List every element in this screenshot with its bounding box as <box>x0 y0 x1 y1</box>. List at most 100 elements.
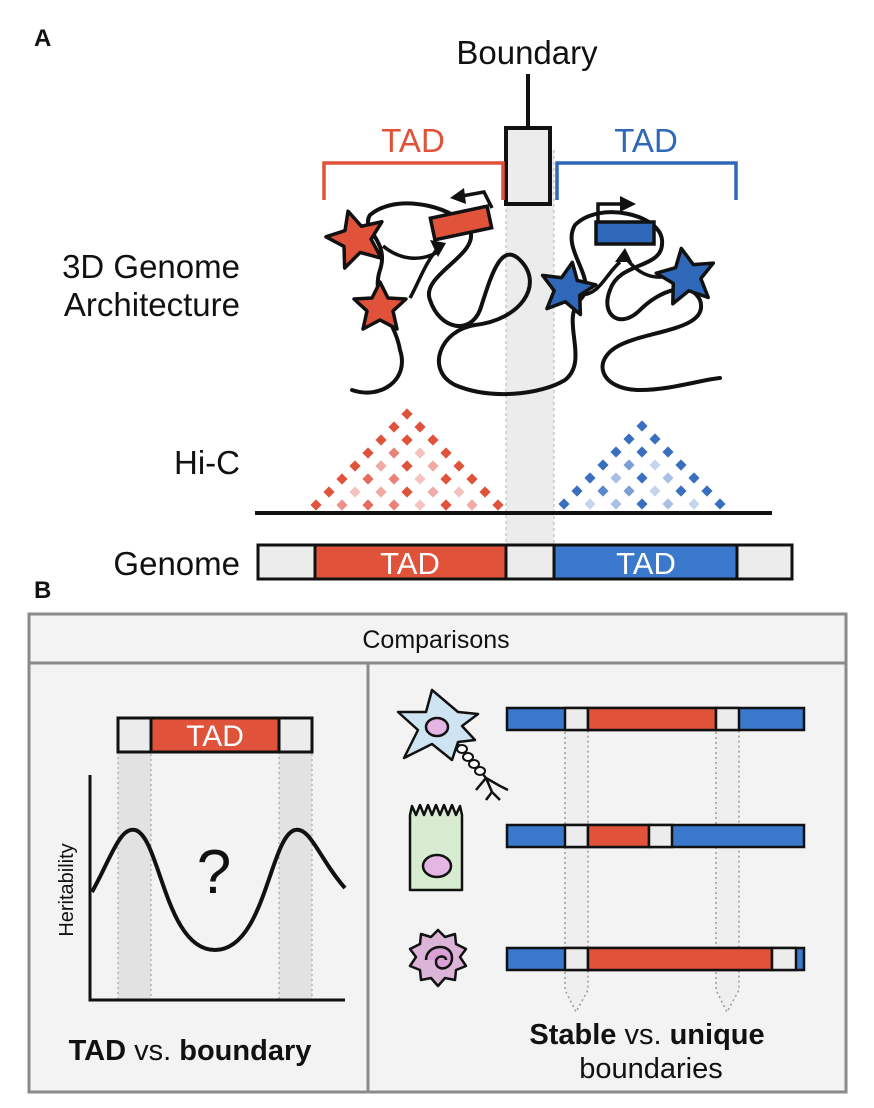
row-label-3d-line1: 3D Genome <box>62 248 240 285</box>
hic-cell <box>675 459 687 471</box>
cell-bar-immune <box>505 946 806 972</box>
genome-bar: TAD TAD <box>256 543 794 581</box>
left-enhancer-arrow-2 <box>408 244 442 299</box>
hic-cell <box>610 446 622 458</box>
cell-bar-neuron <box>505 706 806 732</box>
question-mark: ? <box>197 838 231 907</box>
hic-cell <box>440 499 452 511</box>
panel-b-letter: B <box>34 577 51 604</box>
hic-cell <box>623 485 635 497</box>
hic-cell <box>362 499 374 511</box>
hic-cell <box>349 486 361 498</box>
boundary-column <box>505 149 555 551</box>
hic-cell <box>636 420 648 432</box>
hic-cell <box>453 460 465 472</box>
hic-cell <box>401 434 413 446</box>
chromatin-fiber <box>350 201 722 396</box>
hic-cell <box>610 498 622 510</box>
left-gene-icon <box>428 188 494 242</box>
mini-bar-tad-label: TAD <box>186 720 244 753</box>
hic-cell <box>688 472 700 484</box>
hic-cell <box>336 499 348 511</box>
hic-cell <box>466 499 478 511</box>
red-star-icon <box>352 280 408 331</box>
right-caption-line1: Stable vs. unique <box>529 1019 764 1051</box>
hic-cell <box>623 433 635 445</box>
hic-cell <box>414 499 426 511</box>
hic-cell <box>401 408 413 420</box>
red-star-icon <box>324 209 384 270</box>
hic-cell <box>323 486 335 498</box>
tad-left-bracket <box>322 161 505 200</box>
hic-cell <box>401 460 413 472</box>
row-label-3d-line2: Architecture <box>64 286 240 323</box>
hic-cell <box>427 434 439 446</box>
right-enhancer-arrow-1 <box>579 260 622 297</box>
genome-tad-right-label: TAD <box>616 546 676 581</box>
boundary-shade-right <box>278 751 313 1001</box>
hic-cell <box>610 472 622 484</box>
hic-cell <box>414 421 426 433</box>
hic-cell <box>662 498 674 510</box>
left-caption-part2: vs. <box>126 1035 179 1067</box>
heritability-curve <box>90 827 347 953</box>
hic-cell <box>375 486 387 498</box>
hic-right-triangle <box>558 420 726 510</box>
hic-cell <box>597 459 609 471</box>
hic-cell <box>388 473 400 485</box>
left-caption-part3: boundary <box>179 1035 311 1067</box>
panel-a-letter: A <box>34 25 51 52</box>
blue-star-icon <box>540 260 598 317</box>
row-label-genome: Genome <box>113 545 240 582</box>
left-arrowhead <box>430 240 446 257</box>
hic-cell <box>388 421 400 433</box>
genome-tad-left <box>313 543 508 581</box>
tad-right-label: TAD <box>614 122 678 159</box>
hic-cell <box>701 485 713 497</box>
hic-cell <box>388 447 400 459</box>
hic-cell <box>636 446 648 458</box>
right-caption-part2: vs. <box>616 1019 669 1051</box>
mini-genome-bar: TAD <box>116 716 314 754</box>
right-caption-line2: boundaries <box>579 1053 723 1085</box>
hic-cell <box>453 486 465 498</box>
hic-cell <box>440 473 452 485</box>
right-arrowhead <box>615 248 632 262</box>
hic-cell <box>571 485 583 497</box>
hic-cell <box>440 447 452 459</box>
hic-cell <box>466 473 478 485</box>
stable-boundary-guide-left <box>564 727 589 1014</box>
hic-cell <box>662 472 674 484</box>
blue-star-icon <box>654 246 716 306</box>
hic-cell <box>597 485 609 497</box>
comparisons-header: Comparisons <box>362 626 509 654</box>
hic-cell <box>414 447 426 459</box>
boundary-label: Boundary <box>456 34 598 71</box>
hic-cell <box>636 472 648 484</box>
hic-cell <box>675 485 687 497</box>
genome-tad-left-label: TAD <box>380 546 440 581</box>
immune-cell-icon <box>408 928 468 988</box>
right-caption-part1: Stable <box>529 1019 616 1051</box>
boundary-pin-box <box>504 126 552 206</box>
heritability-axes <box>88 775 345 1002</box>
cell-bar-epithelial <box>505 823 806 849</box>
hic-cell <box>349 460 361 472</box>
hic-cell <box>584 472 596 484</box>
epithelial-cell-icon <box>408 803 464 892</box>
neuron-icon <box>396 688 509 801</box>
heritability-axis-label: Heritability <box>56 843 78 936</box>
hic-cell <box>714 498 726 510</box>
hic-cell <box>362 447 374 459</box>
hic-cell <box>649 459 661 471</box>
row-label-hic: Hi-C <box>174 444 240 481</box>
hic-left-triangle <box>310 408 504 511</box>
hic-cell <box>414 473 426 485</box>
hic-cell <box>479 486 491 498</box>
hic-cell <box>336 473 348 485</box>
left-caption-part1: TAD <box>69 1035 126 1067</box>
genome-tad-right <box>552 543 739 581</box>
right-gene-icon <box>594 196 656 246</box>
hic-cell <box>427 486 439 498</box>
